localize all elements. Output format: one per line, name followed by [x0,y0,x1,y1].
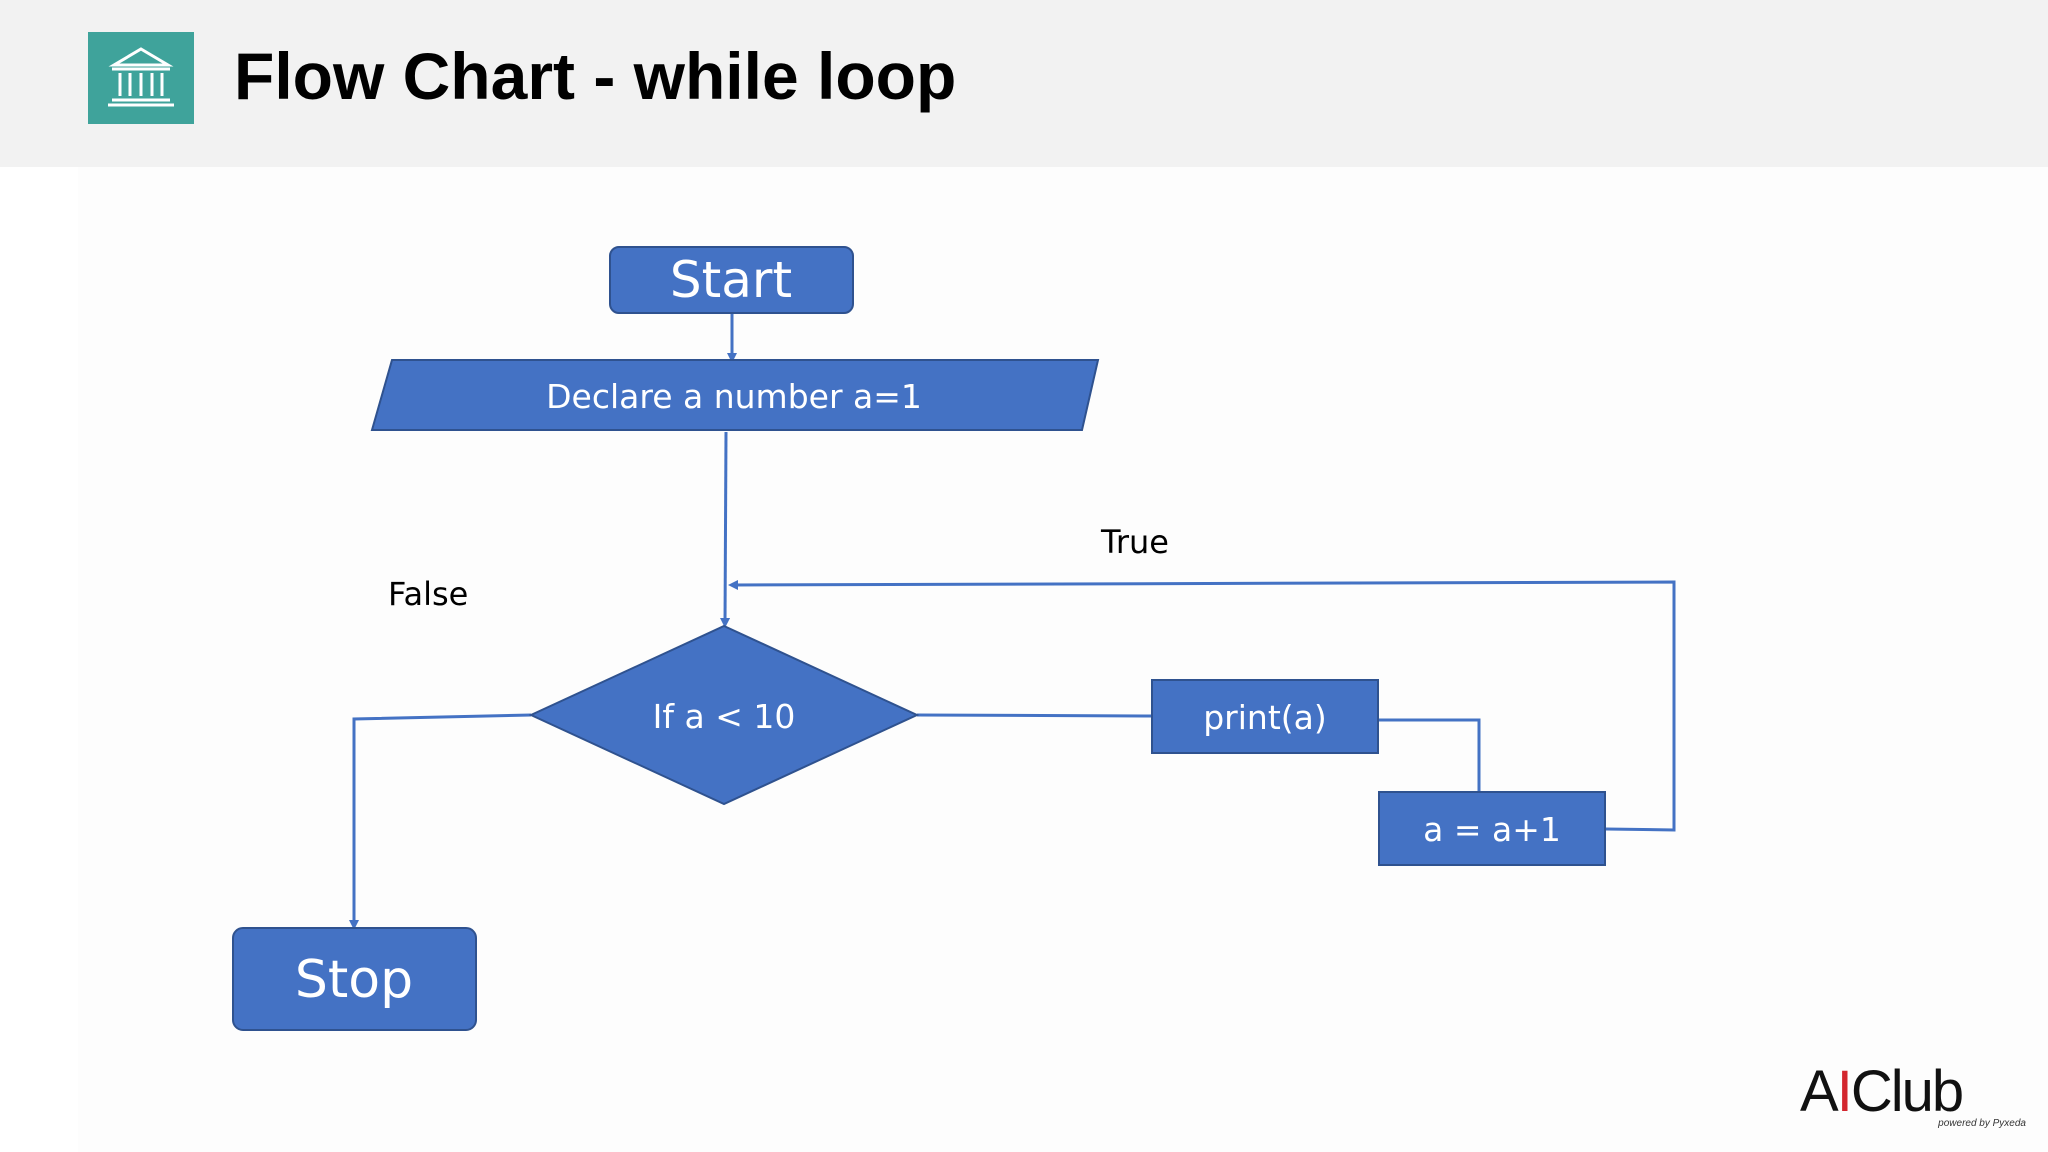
node-start-label: Start [670,251,792,309]
edge-label-false: False [388,575,468,613]
node-increment: a = a+1 [1378,791,1606,866]
connector-condition-to-print [916,713,1153,718]
logo-subtitle: powered by Pyxeda [1938,1118,2026,1129]
node-declare-input: Declare a number a=1 [370,359,1100,431]
node-print: print(a) [1151,679,1379,754]
connector-condition-to-stop [349,713,532,930]
logo-wordmark: AIClub [1800,1059,1964,1124]
node-condition-label: If a < 10 [653,697,796,736]
logo-suffix: Club [1850,1059,1964,1124]
connector-print-to-increment [1379,718,1481,791]
node-increment-label: a = a+1 [1423,810,1561,849]
node-print-label: print(a) [1203,698,1327,737]
page-title: Flow Chart - while loop [234,39,957,113]
bank-building-icon [88,32,194,124]
flow-connectors [349,313,1676,930]
aiclub-logo: AIClub powered by Pyxeda [1800,1062,2032,1134]
node-condition-decision: If a < 10 [528,624,920,806]
logo-bar: I [1836,1059,1853,1124]
slide-header: Flow Chart - while loop [0,0,2048,167]
node-stop: Stop [232,927,477,1031]
connector-loop-back [728,579,1676,832]
node-start: Start [609,246,854,314]
node-stop-label: Stop [295,950,413,1010]
edge-label-true: True [1100,523,1169,561]
node-declare-label: Declare a number a=1 [546,377,922,416]
connector-declare-to-condition [720,431,731,628]
logo-prefix: A [1800,1059,1839,1124]
